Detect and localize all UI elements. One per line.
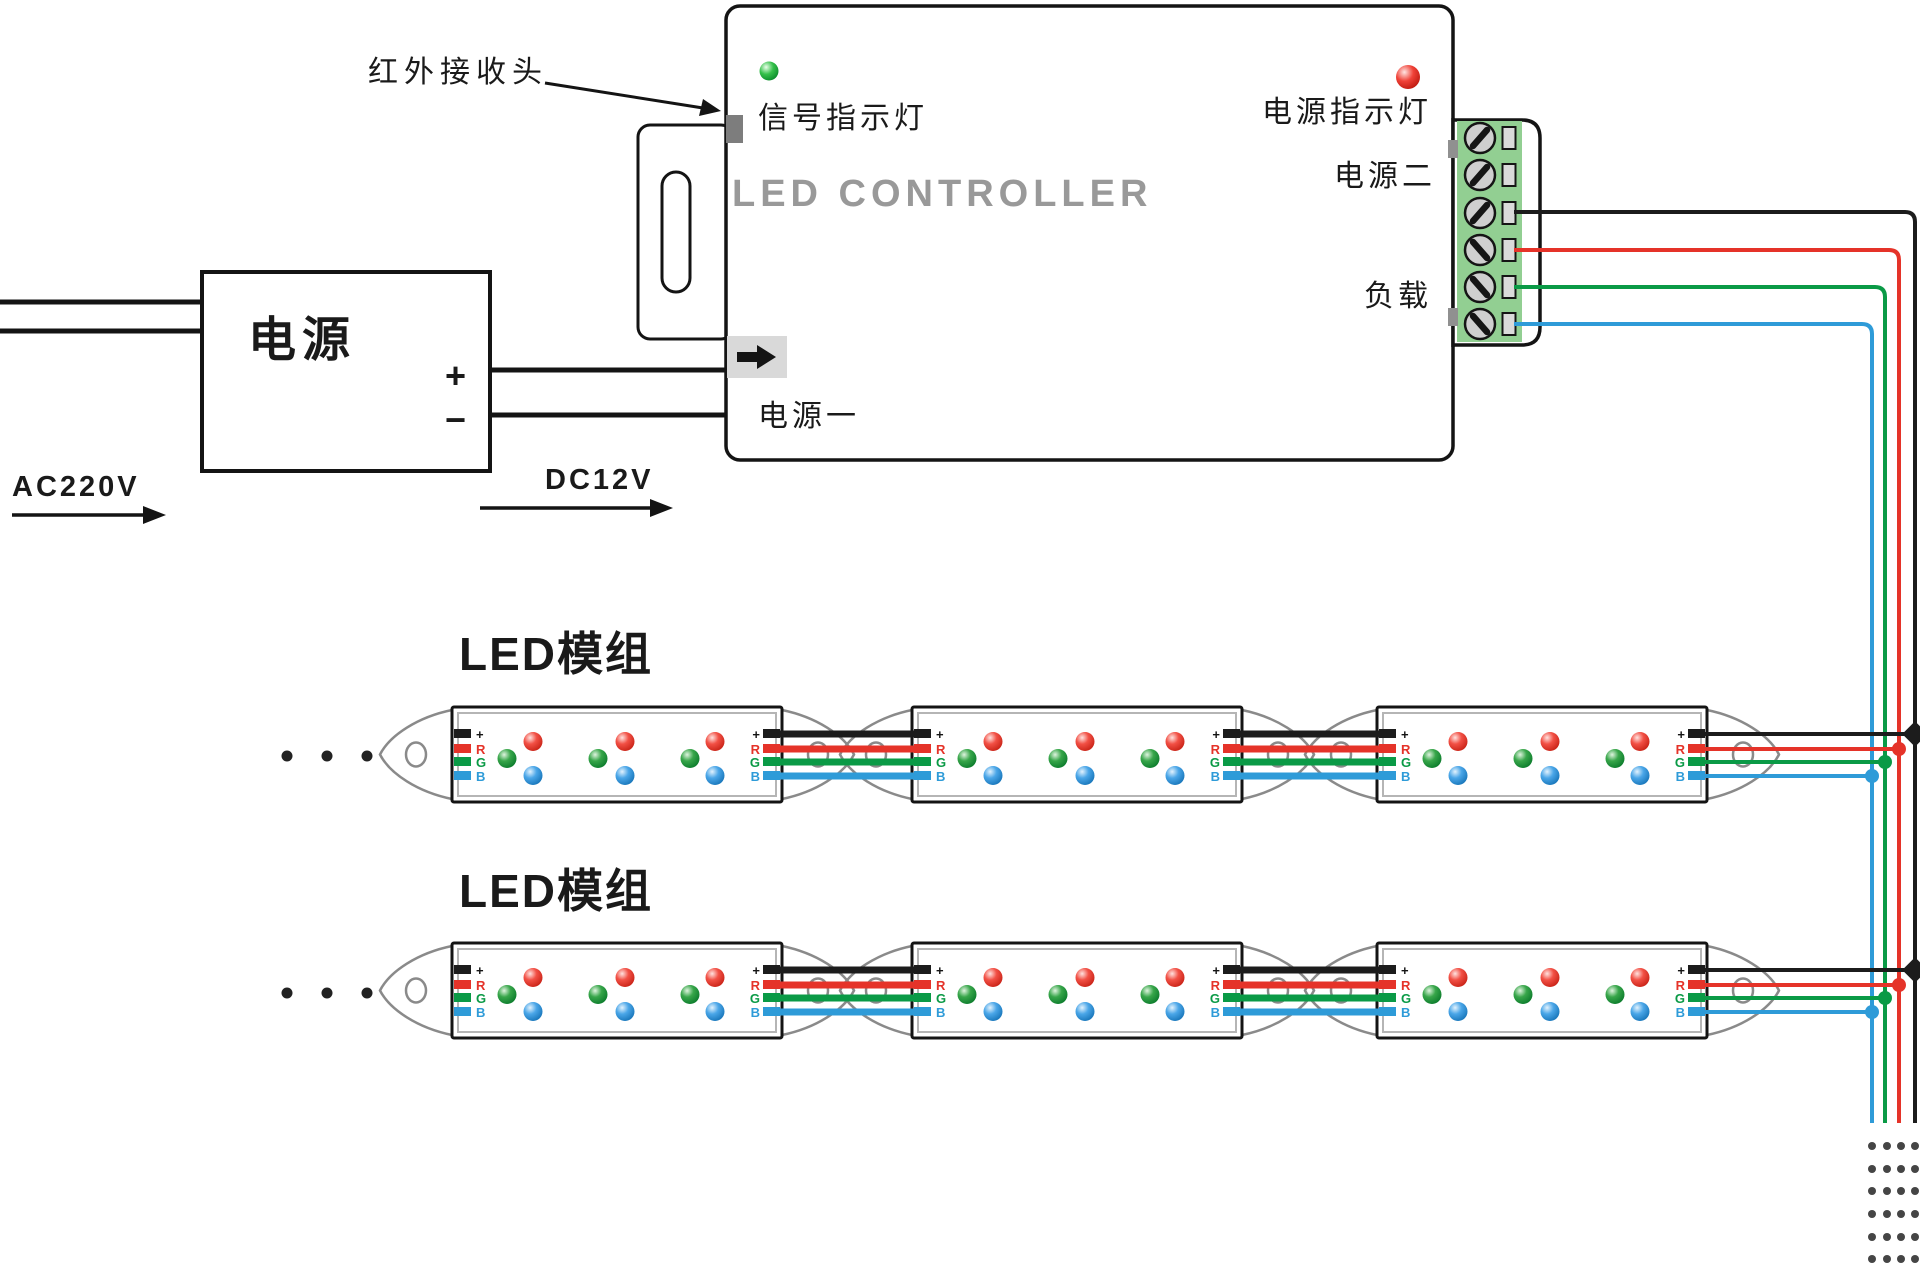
- ir-receiver-label: 红外接收头: [368, 56, 548, 89]
- bus-wires: [1514, 210, 1917, 1123]
- plus-terminal-label: +: [445, 355, 466, 396]
- svg-text:AC220V: AC220V: [12, 471, 140, 503]
- power-supply-title: 电源: [248, 314, 356, 367]
- svg-text:DC12V: DC12V: [545, 464, 654, 496]
- power-indicator-led: [1396, 65, 1420, 89]
- dc-voltage-label: DC12V: [480, 464, 673, 517]
- ir-receiver-callout: 红外接收头: [368, 56, 721, 116]
- power-input-1-label: 电源一: [758, 400, 860, 433]
- block-tab: [1448, 308, 1458, 326]
- block-tab: [1448, 140, 1458, 158]
- row-feed-wires: [1700, 968, 1915, 1014]
- dc-output-wires: [490, 367, 726, 418]
- ac-voltage-label: AC220V: [12, 471, 166, 524]
- row-feed-wires: [1700, 732, 1915, 778]
- arrow-head-icon: [699, 99, 721, 116]
- inter-module-wires: [779, 966, 1381, 1016]
- bus-wire-green: [1514, 285, 1887, 1123]
- arrow-right-icon: [143, 506, 166, 524]
- junction-dot: [1892, 978, 1906, 992]
- signal-led-label: 信号指示灯: [758, 102, 928, 135]
- led-controller-box: [724, 4, 1455, 462]
- controller-interior: 信号指示灯 电源指示灯 LED CONTROLLER 电源二 负载 电源一: [726, 61, 1436, 433]
- terminal-block: [1448, 118, 1542, 347]
- led-module-row-2: [378, 941, 1920, 1040]
- controller-title: LED CONTROLLER: [732, 173, 1152, 215]
- signal-indicator-led: [759, 61, 779, 81]
- load-label: 负载: [1364, 280, 1432, 313]
- inter-module-wires: [779, 730, 1381, 780]
- power-supply-box: 电源 + −: [200, 270, 492, 473]
- module-row1-label: LED模组: [459, 628, 653, 680]
- arrow-right-icon: [650, 499, 673, 517]
- ir-receiver-window: [726, 115, 743, 143]
- power-led-label: 电源指示灯: [1262, 96, 1432, 129]
- junction-dot: [1865, 769, 1879, 783]
- module-row2-label: LED模组: [459, 865, 653, 917]
- junction-dot: [1878, 755, 1892, 769]
- bus-wire-blue: [1514, 322, 1874, 1123]
- mounting-tab: [636, 123, 735, 341]
- ac-input-wires: [0, 299, 203, 334]
- arrow-right-icon: [737, 345, 776, 369]
- mounting-slot: [660, 170, 692, 294]
- led-module-row-1: [378, 705, 1920, 804]
- junction-dot: [1878, 991, 1892, 1005]
- junction-dot: [1892, 742, 1906, 756]
- minus-terminal-label: −: [445, 399, 466, 440]
- power-input-2-label: 电源二: [1334, 160, 1436, 193]
- terminal-block-body: [1457, 121, 1522, 342]
- junction-dot: [1865, 1005, 1879, 1019]
- bus-wire-red: [1514, 248, 1901, 1123]
- bus-wire-plus: [1514, 210, 1917, 1123]
